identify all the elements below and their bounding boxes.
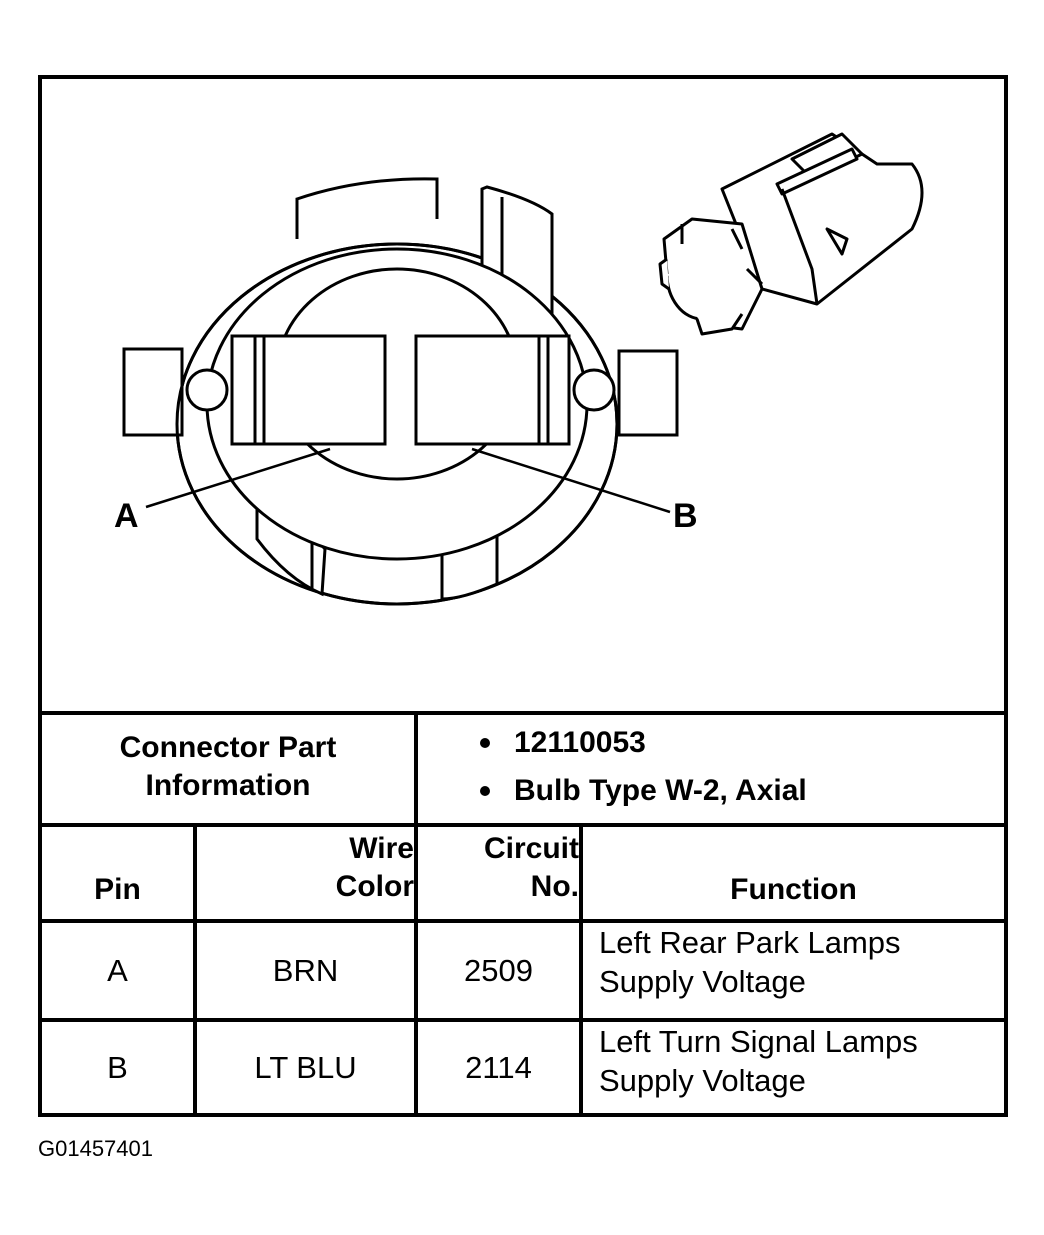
bullet-icon [480,738,490,748]
header-circuit-no: Circuit No. [483,832,579,903]
header-function: Function [730,873,857,906]
table-row-a-wire-color: BRN [272,953,339,988]
bullet-icon [480,786,490,796]
diagram-frame: A B Connector Part Information 12110053 [38,75,1008,1117]
table-row-b-pin: B [107,1050,128,1085]
table-row-a-function: Left Rear Park Lamps Supply Voltage [599,925,901,999]
figure-id: G01457401 [38,1136,153,1161]
pin-label-b: B [673,497,698,535]
bulb-type: Bulb Type W-2, Axial [514,774,807,807]
divider-row-a-bottom [42,1018,1004,1022]
divider-header-bottom [42,919,1004,923]
connector-part-info-values: 12110053 Bulb Type W-2, Axial [418,715,1004,819]
table-row-b-function: Left Turn Signal Lamps Supply Voltage [599,1024,918,1098]
header-wire-color: Wire Color [335,832,414,903]
divider-col-1 [193,823,197,1113]
divider-col-3 [579,823,583,1113]
leader-line-a [145,447,331,509]
table-row-b-wire-color: LT BLU [254,1050,357,1085]
connector-face-diagram: A B [114,132,924,606]
divider-info-vertical [414,711,418,823]
table-row-a-pin: A [107,953,128,988]
divider-table-top [42,823,1004,827]
terminal-a [230,334,387,446]
connector-left-tab [122,347,184,437]
leader-line-b [471,447,671,514]
part-number: 12110053 [514,726,646,759]
pin-label-a: A [114,497,139,535]
part-number-line: 12110053 [480,724,646,762]
header-pin: Pin [94,873,141,906]
top-left-latch [295,177,439,239]
right-mounting-hole [572,368,616,412]
connector-right-tab [617,349,679,437]
connector-isometric-view [658,132,924,336]
left-mounting-hole [185,368,229,412]
bulb-type-line: Bulb Type W-2, Axial [480,772,807,810]
divider-col-2 [414,823,418,1113]
terminal-b [414,334,571,446]
connector-part-label-line1: Connector Part [119,731,337,764]
connector-part-label-line2: Information [145,769,311,802]
table-row-a-circuit: 2509 [464,953,533,988]
table-row-b-circuit: 2114 [465,1050,532,1085]
divider-top [42,711,1004,715]
connector-part-info-label: Connector Part Information [42,715,414,819]
